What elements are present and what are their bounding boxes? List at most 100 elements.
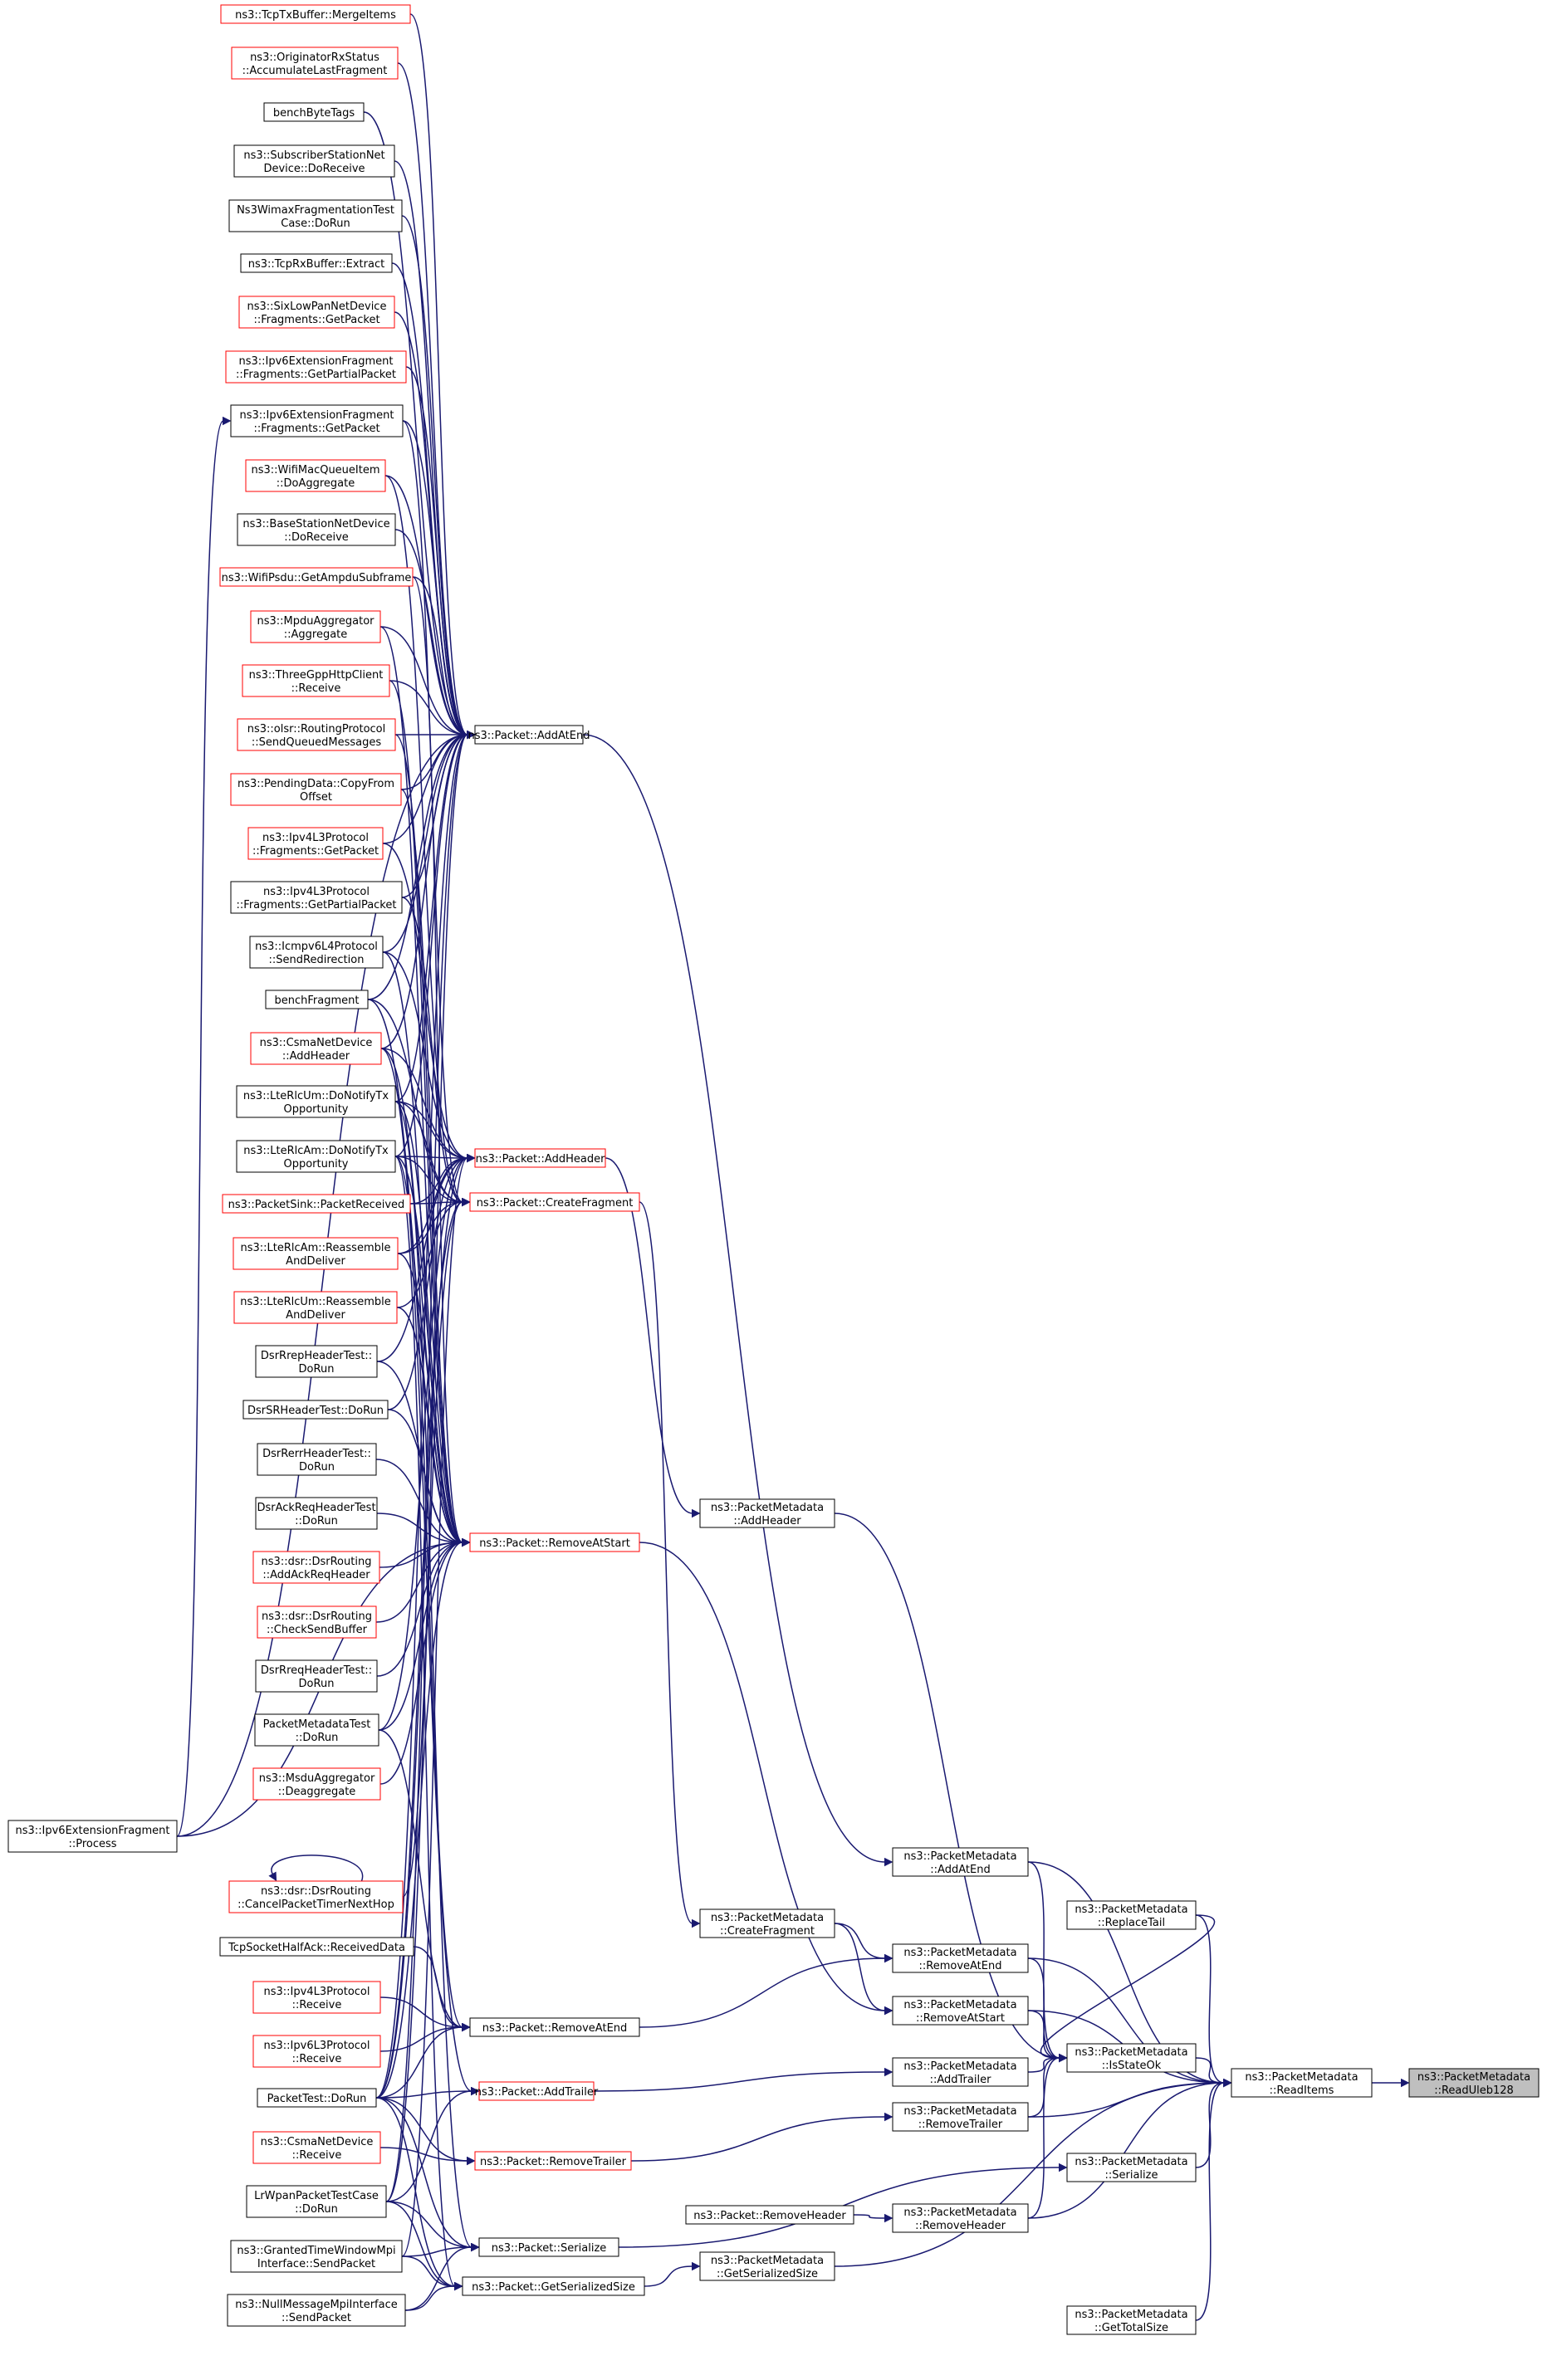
node-p-serialize[interactable]: ns3::Packet::Serialize	[478, 2237, 619, 2257]
node-label-line: ::RemoveHeader	[915, 2220, 1006, 2232]
node-label-line: ::DoReceive	[284, 531, 349, 544]
node-c-olsr[interactable]: ns3::olsr::RoutingProtocol::SendQueuedMe…	[237, 718, 396, 751]
edge-c-packettest-to-p-createfragment	[375, 1197, 471, 2099]
node-c-tcpsock[interactable]: TcpSocketHalfAck::ReceivedData	[219, 1937, 414, 1957]
node-pm-gettotalsize[interactable]: ns3::PacketMetadata::GetTotalSize	[1066, 2305, 1197, 2335]
node-c-dsrcheck[interactable]: ns3::dsr::DsrRouting::CheckSendBuffer	[257, 1605, 377, 1639]
node-c-csmareceive[interactable]: ns3::CsmaNetDevice::Receive	[252, 2131, 381, 2164]
node-c-packettest[interactable]: PacketTest::DoRun	[257, 2088, 377, 2108]
node-c-dsrrerr[interactable]: DsrRerrHeaderTest::DoRun	[257, 1443, 377, 1476]
node-c-mpdu[interactable]: ns3::MpduAggregator::Aggregate	[250, 610, 381, 643]
node-c-ipv6partial[interactable]: ns3::Ipv6ExtensionFragment::Fragments::G…	[225, 350, 407, 384]
node-pm-removeheader[interactable]: ns3::PacketMetadata::RemoveHeader	[892, 2203, 1029, 2233]
node-c-granted[interactable]: ns3::GrantedTimeWindowMpiInterface::Send…	[230, 2240, 403, 2273]
edge-c-granted-to-p-serialize	[401, 2242, 480, 2257]
node-pm-replacetail[interactable]: ns3::PacketMetadata::ReplaceTail	[1066, 1900, 1197, 1930]
node-c-lrwpan[interactable]: LrWpanPacketTestCase::DoRun	[246, 2185, 387, 2218]
node-p-removeheader[interactable]: ns3::Packet::RemoveHeader	[685, 2205, 854, 2225]
node-p-createfragment[interactable]: ns3::Packet::CreateFragment	[469, 1192, 640, 1212]
node-label-line: ::CancelPacketTimerNextHop	[237, 1899, 394, 1911]
edge-c-packetsink-to-p-createfragment	[409, 1197, 471, 1207]
node-label-line: ns3::Ipv4L3Protocol	[264, 1986, 370, 1998]
node-p-addtrailer[interactable]: ns3::Packet::AddTrailer	[475, 2081, 599, 2101]
node-label-line: Device::DoReceive	[263, 163, 365, 175]
node-label-line: ns3::dsr::DsrRouting	[262, 1556, 372, 1568]
node-pm-addatend[interactable]: ns3::PacketMetadata::AddAtEnd	[892, 1847, 1029, 1877]
node-c-tcprx[interactable]: ns3::TcpRxBuffer::Extract	[240, 253, 393, 273]
node-c-dsrsr[interactable]: DsrSRHeaderTest::DoRun	[242, 1400, 389, 1420]
node-p-addatend[interactable]: ns3::Packet::AddAtEnd	[468, 725, 590, 745]
node-c-msdu[interactable]: ns3::MsduAggregator::Deaggregate	[252, 1767, 381, 1801]
node-label-line: ns3::MpduAggregator	[257, 615, 375, 628]
node-pm-removetrailer[interactable]: ns3::PacketMetadata::RemoveTrailer	[892, 2102, 1029, 2132]
edge-pm-addheader-to-pm-isstateok	[834, 1513, 1068, 2063]
edge-c-lterlcum-to-p-addheader	[394, 1101, 476, 1163]
edge-c-packettest-to-p-addtrailer	[375, 2086, 480, 2099]
node-c-ipv6getpacket[interactable]: ns3::Ipv6ExtensionFragment::Fragments::G…	[230, 404, 404, 437]
node-box	[469, 1192, 640, 1212]
edge-c-packettest-to-p-removetrailer	[375, 2097, 476, 2166]
node-label-line: ns3::PacketMetadata	[903, 2060, 1016, 2073]
node-c-ipv6receive[interactable]: ns3::Ipv6L3Protocol::Receive	[252, 2035, 381, 2068]
node-c-benchbyte[interactable]: benchByteTags	[263, 102, 365, 122]
node-c-orig[interactable]: ns3::OriginatorRxStatus::AccumulateLastF…	[231, 46, 399, 80]
node-box	[252, 1981, 381, 2014]
node-p-removeatstart[interactable]: ns3::Packet::RemoveAtStart	[469, 1532, 640, 1552]
node-c-tcptx[interactable]: ns3::TcpTxBuffer::MergeItems	[220, 4, 411, 24]
node-pm-getserializedsize[interactable]: ns3::PacketMetadata::GetSerializedSize	[699, 2251, 835, 2281]
edge-pm-removeatend-to-pm-isstateok	[1027, 1957, 1068, 2063]
node-c-sixlow[interactable]: ns3::SixLowPanNetDevice::Fragments::GetP…	[238, 296, 395, 329]
node-box	[254, 1713, 379, 1747]
node-pm-removeatstart[interactable]: ns3::PacketMetadata::RemoveAtStart	[892, 1996, 1029, 2026]
node-pm-addtrailer[interactable]: ns3::PacketMetadata::AddTrailer	[892, 2057, 1029, 2087]
node-p-removeatend[interactable]: ns3::Packet::RemoveAtEnd	[469, 2017, 640, 2037]
node-c-dsrcancel[interactable]: ns3::dsr::DsrRouting::CancelPacketTimerN…	[228, 1880, 404, 1913]
node-c-subscriber[interactable]: ns3::SubscriberStationNetDevice::DoRecei…	[233, 144, 395, 178]
node-label-line: ns3::SixLowPanNetDevice	[247, 301, 387, 313]
node-c-ipv4receive[interactable]: ns3::Ipv4L3Protocol::Receive	[252, 1981, 381, 2014]
node-pm-removeatend[interactable]: ns3::PacketMetadata::RemoveAtEnd	[892, 1943, 1029, 1973]
node-p-removetrailer[interactable]: ns3::Packet::RemoveTrailer	[474, 2151, 632, 2171]
node-c-ipv4getpacket[interactable]: ns3::Ipv4L3Protocol::Fragments::GetPacke…	[247, 827, 384, 860]
node-c-dsrrreq[interactable]: DsrRreqHeaderTest::DoRun	[255, 1659, 378, 1693]
node-label-line: ns3::Ipv4L3Protocol	[263, 886, 370, 898]
node-label-line: ::DoRun	[295, 1515, 338, 1527]
node-c-benchfrag[interactable]: benchFragment	[265, 990, 369, 1009]
node-pm-isstateok[interactable]: ns3::PacketMetadata::IsStateOk	[1066, 2043, 1197, 2073]
node-c-dsrackreq[interactable]: DsrAckReqHeaderTest::DoRun	[255, 1497, 378, 1530]
node-c-dsrrrep[interactable]: DsrRrepHeaderTest::DoRun	[255, 1345, 378, 1378]
edge-c-threegpp-to-p-removeatstart	[389, 680, 471, 1547]
node-c-csmaaddheader[interactable]: ns3::CsmaNetDevice::AddHeader	[250, 1032, 382, 1065]
node-p-getserializedsize[interactable]: ns3::Packet::GetSerializedSize	[462, 2276, 645, 2296]
node-readuleb[interactable]: ns3::PacketMetadata::ReadUleb128	[1408, 2068, 1540, 2098]
node-pm-serialize[interactable]: ns3::PacketMetadata::Serialize	[1066, 2153, 1197, 2182]
node-c-pmtest[interactable]: PacketMetadataTest::DoRun	[254, 1713, 379, 1747]
node-c-ipv6process[interactable]: ns3::Ipv6ExtensionFragment::Process	[7, 1820, 178, 1853]
node-c-nullmsg[interactable]: ns3::NullMessageMpiInterface::SendPacket	[227, 2294, 406, 2327]
node-box	[242, 1400, 389, 1420]
node-pm-addheader[interactable]: ns3::PacketMetadata::AddHeader	[699, 1498, 835, 1528]
node-c-threegpp[interactable]: ns3::ThreeGppHttpClient::Receive	[242, 664, 390, 697]
edge-c-ipv4getpacket-to-p-addatend	[382, 730, 476, 844]
node-c-icmpv6[interactable]: ns3::Icmpv6L4Protocol::SendRedirection	[249, 936, 384, 969]
edge-c-mpdu-to-p-addatend	[379, 626, 476, 740]
node-pm-createfragment[interactable]: ns3::PacketMetadata::CreateFragment	[699, 1908, 835, 1938]
node-c-packetsink[interactable]: ns3::PacketSink::PacketReceived	[222, 1194, 411, 1214]
node-label-line: ::GetTotalSize	[1094, 2322, 1168, 2334]
node-box	[892, 2102, 1029, 2132]
node-c-dsraddack[interactable]: ns3::dsr::DsrRouting::AddAckReqHeader	[252, 1551, 380, 1584]
node-c-wifipsdu[interactable]: ns3::WifiPsdu::GetAmpduSubframe	[219, 567, 414, 587]
node-p-addheader[interactable]: ns3::Packet::AddHeader	[474, 1148, 606, 1168]
node-label-line: ns3::Packet::Serialize	[492, 2242, 607, 2255]
node-readitems[interactable]: ns3::PacketMetadata::ReadItems	[1231, 2068, 1373, 2098]
edge-c-packettest-to-p-removeatend	[375, 2022, 471, 2099]
node-c-basestation[interactable]: ns3::BaseStationNetDevice::DoReceive	[237, 513, 396, 546]
node-c-ipv4partial[interactable]: ns3::Ipv4L3Protocol::Fragments::GetParti…	[230, 881, 403, 914]
node-c-wifimacq[interactable]: ns3::WifiMacQueueItem::DoAggregate	[245, 459, 386, 492]
